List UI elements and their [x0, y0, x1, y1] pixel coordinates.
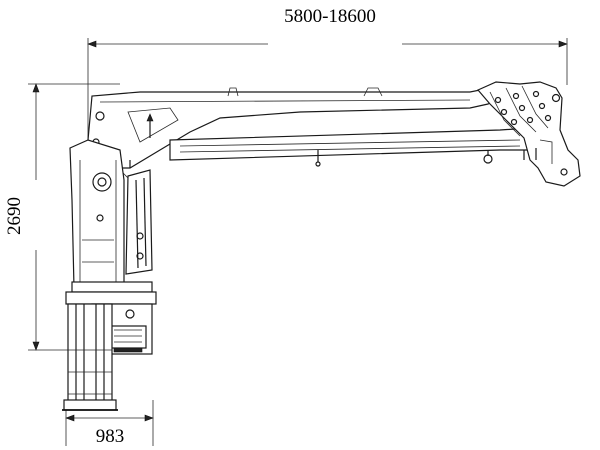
base-width-label: 983: [96, 426, 125, 447]
crane-column: [65, 139, 157, 305]
telescopic-boom: [129, 127, 531, 168]
boom-reach-label: 5800-18600: [284, 6, 376, 27]
main-boom: [87, 87, 502, 169]
height-label: 2690: [4, 197, 25, 235]
boom-head: [477, 81, 581, 187]
base-pedestal: [62, 303, 118, 411]
left-dimension-line: [28, 83, 120, 351]
top-dimension-line: [87, 38, 568, 160]
